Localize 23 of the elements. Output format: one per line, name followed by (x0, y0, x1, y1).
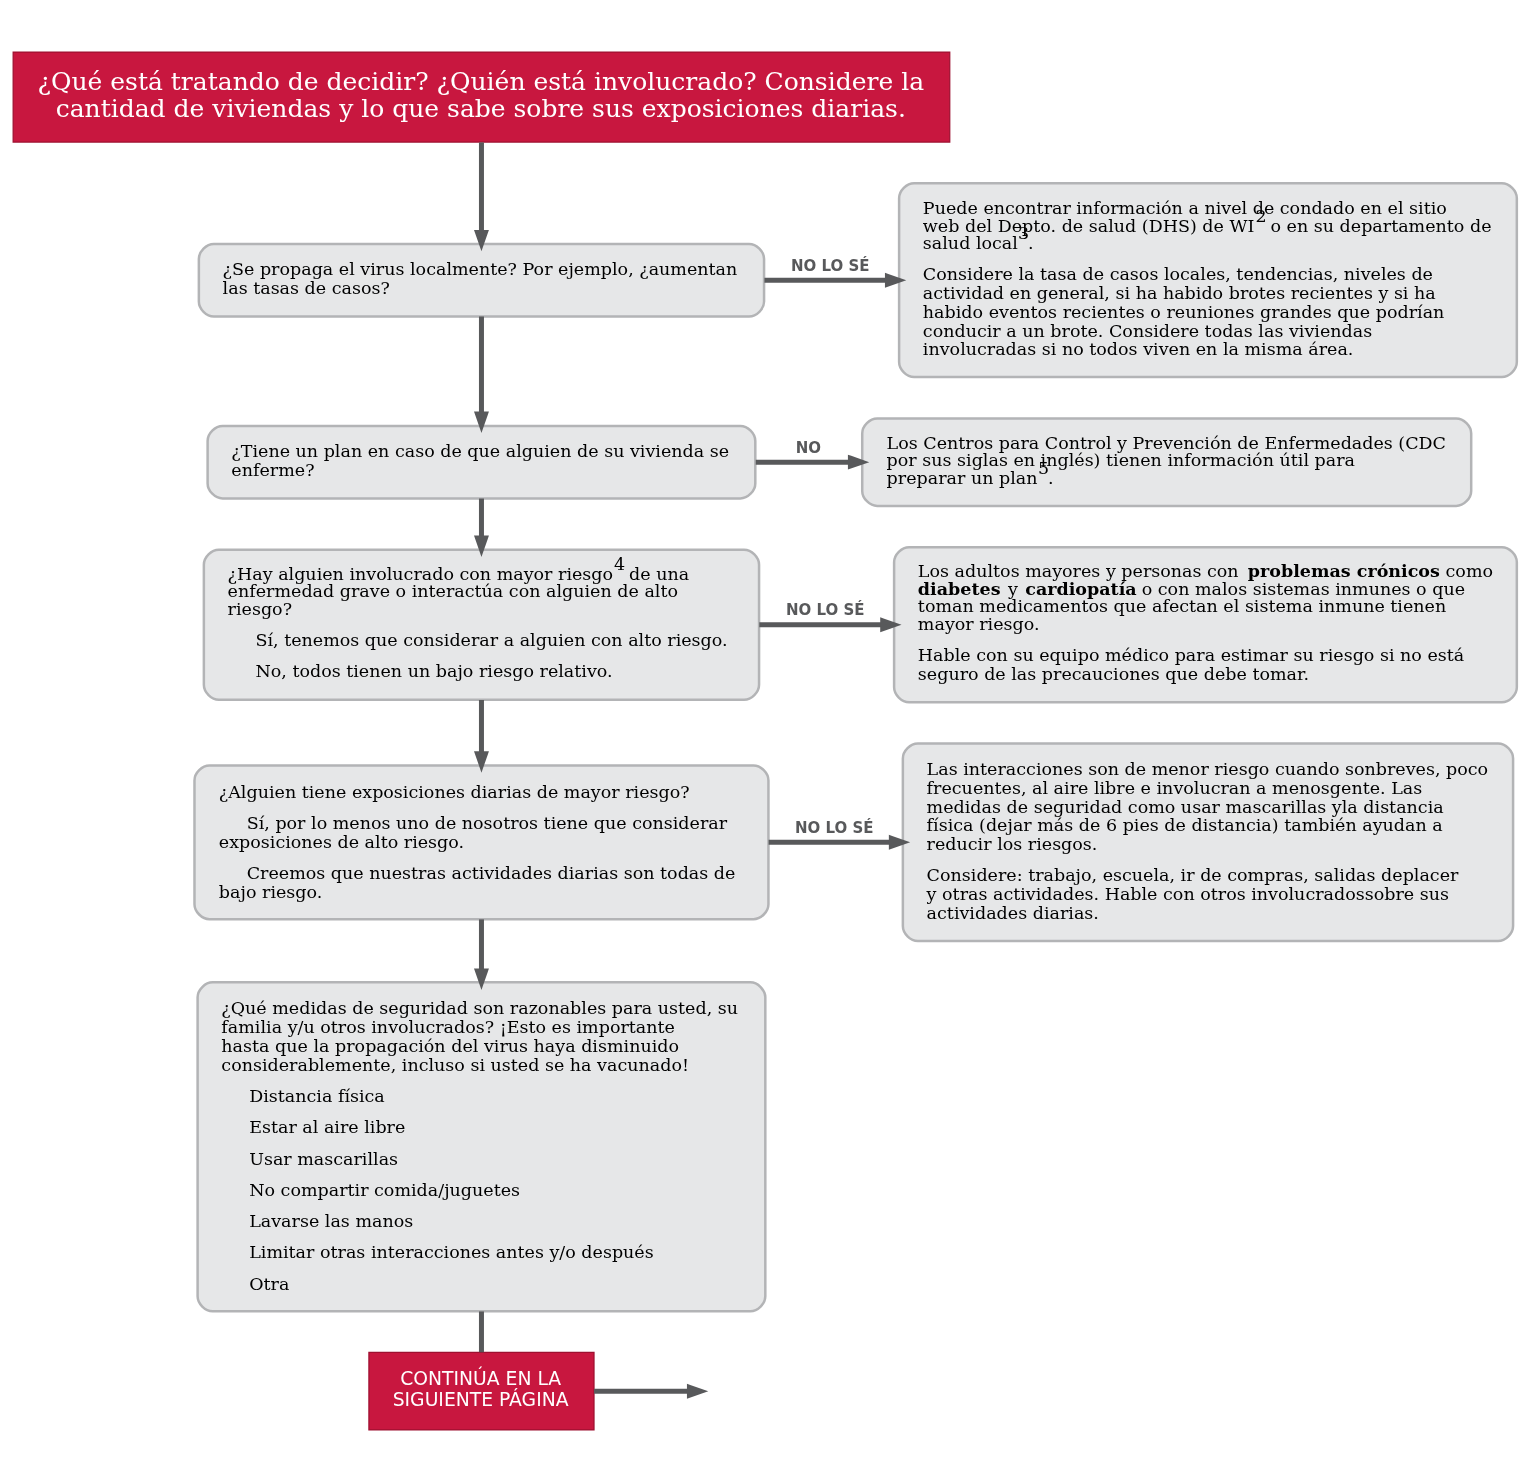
arrow (474, 699, 489, 773)
node-box: ¿Qué está tratando de decidir? ¿Quién está involucrado? Considere la cantidad de viviendas y lo que sabe sobre sus exposiciones diarias. (12, 51, 951, 143)
node-box: ¿Se propaga el virus localmente? Por ejemplo, ¿aumentan las tasas de casos? (197, 242, 766, 318)
node-box: ¿Alguien tiene exposiciones diarias de mayor riesgo? Sí, por lo menos uno de nosotros tiene que considerar exposiciones de alto riesgo. Creemos que nuestras actividades diarias son todas de bajo riesgo. (193, 764, 770, 921)
edge-label: NO LO SÉ (795, 819, 874, 838)
edge-label: NO (795, 438, 821, 457)
arrow (474, 316, 489, 433)
arrow (474, 142, 489, 252)
node-box: CONTINÚA EN LA SIGUIENTE PÁGINA (368, 1351, 595, 1431)
node-box: ¿Tiene un plan en caso de que alguien de su vivienda se enferme? (206, 424, 757, 500)
arrow (759, 617, 902, 633)
connector (478, 1311, 484, 1353)
arrow (768, 834, 911, 850)
node-box: ¿Qué medidas de seguridad son razonables para usted, su familia y/u otros involucrados? ¡Esto es importante hasta que la propagación del virus haya disminuido considerablemente, incluso si usted se ha vacunado! Distancia física Estar al aire libre Usar mascarillas No compartir comida/juguetes Lavarse las manos Limitar otras interacciones antes y/o después Otra (196, 981, 767, 1313)
node-box: Las interacciones son de menor riesgo cuando sonbreves, poco frecuentes, al aire libre e involucran a menosgente. Las medidas de seguridad como usar mascarillas yla distancia física (dejar más de 6 pies de distancia) también ayudan a reducir los riesgos. Considere: trabajo, escuela, ir de compras, salidas deplacer y otras actividades. Hable con otros involucradossobre sus actividades diarias. (901, 742, 1515, 943)
arrow (764, 272, 907, 288)
node-box: Los adultos mayores y personas con problemas crónicos como diabetes y cardiopatía o con malos sistemas inmunes o que toman medicamentos que afectan el sistema inmune tienen mayor riesgo. Hable con su equipo médico para estimar su riesgo si no está seguro de las precauciones que debe tomar. (892, 545, 1519, 704)
arrow (474, 919, 489, 990)
arrow (755, 454, 870, 470)
arrow (594, 1383, 709, 1399)
edge-label: NO LO SÉ (785, 601, 865, 620)
edge-label: NO LO SÉ (790, 256, 870, 275)
arrow (474, 498, 489, 557)
